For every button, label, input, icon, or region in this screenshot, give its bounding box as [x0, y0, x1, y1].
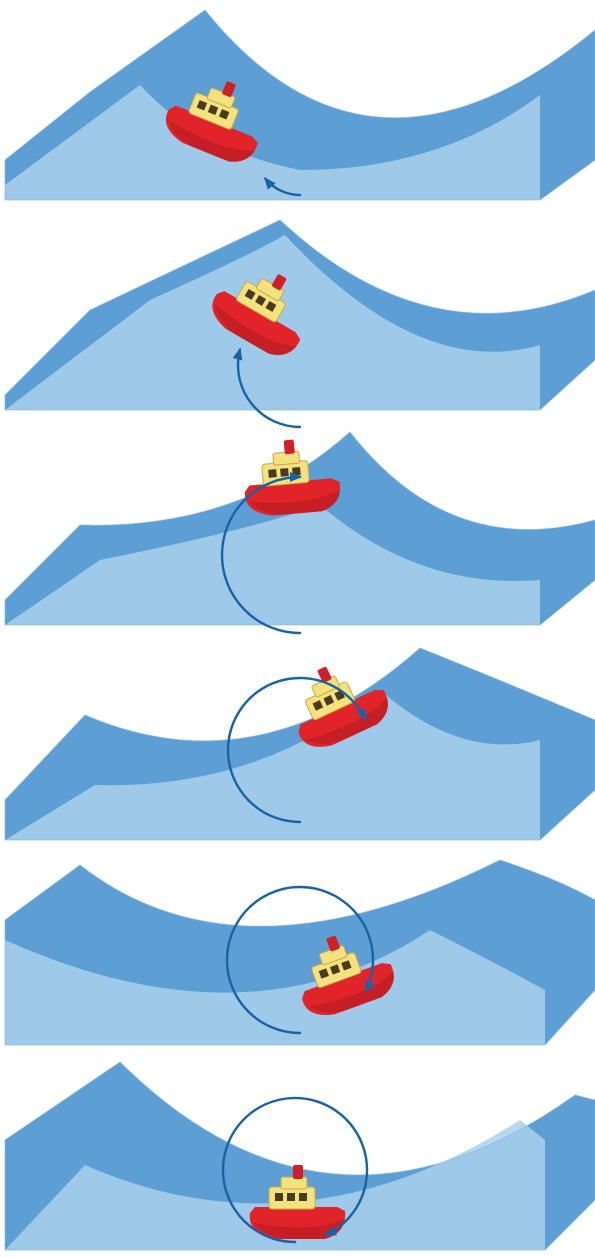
- boat-funnel: [293, 1165, 303, 1179]
- boat-funnel: [284, 439, 295, 454]
- boat-window: [299, 1193, 307, 1201]
- wave-panel: [5, 860, 595, 1045]
- wave-panel: [5, 432, 595, 633]
- boat-window: [287, 1193, 295, 1201]
- boat-bridge: [281, 1177, 307, 1189]
- wave-panel: [5, 648, 595, 840]
- wave-panel: [5, 220, 595, 427]
- wave-panel: [5, 1062, 595, 1250]
- boat-window: [280, 468, 289, 477]
- wave-panel: [5, 10, 595, 200]
- boat-window: [268, 469, 277, 478]
- boat-window: [275, 1193, 283, 1201]
